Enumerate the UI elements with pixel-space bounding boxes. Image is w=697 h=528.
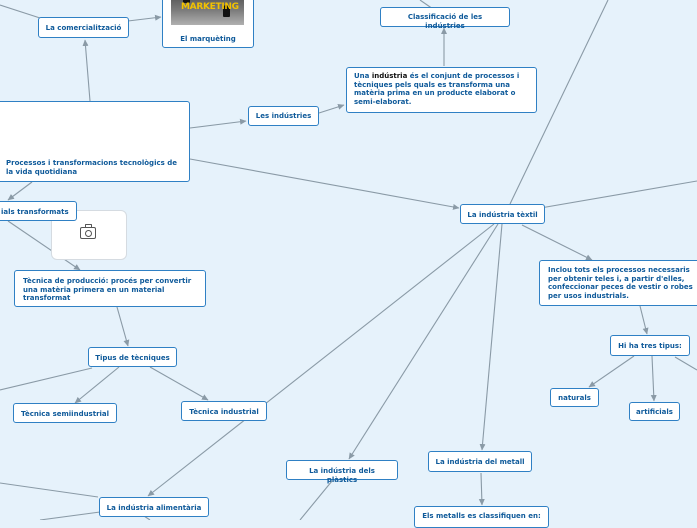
node-industria-metall[interactable]: La indústria del metall [428, 451, 532, 472]
node-plastics-label: La indústria dels plàstics [309, 467, 375, 484]
edge-comercialitzacio-marqueting [127, 14, 162, 22]
edge-textil-metall [479, 223, 503, 451]
node-tecnica-produccio[interactable]: Tècnica de producció: procés per convert… [14, 270, 206, 307]
node-artificials[interactable]: artificials [629, 402, 680, 421]
node-tecnica-semiindustrial[interactable]: Tècnica semiindustrial [13, 403, 117, 423]
node-tres-tipus[interactable]: Hi ha tres tipus: [610, 335, 690, 356]
edge-tecnica-tipus [116, 306, 130, 347]
node-metall-label: La indústria del metall [435, 458, 525, 466]
edge-processos-comercialitzacio [82, 39, 91, 102]
node-marqueting-label: El marquèting [180, 35, 236, 43]
node-industria-textil[interactable]: La indústria tèxtil [460, 204, 545, 224]
node-metalls-classifiquen-label: Els metalls es classifiquen en: [422, 512, 541, 520]
edge-offscreen-2 [509, 0, 609, 205]
node-tipus-tecniques-label: Tipus de tècniques [95, 354, 170, 362]
central-topic-processos[interactable]: Processos i transformacions tecnològics … [0, 101, 190, 260]
node-naturals-label: naturals [558, 394, 591, 402]
node-tres-tipus-label: Hi ha tres tipus: [618, 342, 682, 350]
marketing-image-text: MARKETING [181, 2, 239, 12]
node-tecnica-produccio-label: Tècnica de producció: procés per convert… [23, 277, 192, 302]
camera-icon [80, 224, 96, 239]
edge-processos-industries [189, 118, 247, 129]
node-industria-definicio[interactable]: Una indústria és el conjunt de processos… [346, 67, 537, 113]
edge-inclou-trestipus [639, 305, 649, 335]
node-tecnica-industrial[interactable]: Tècnica industrial [181, 401, 267, 421]
central-topic-label: Processos i transformacions tecnològics … [6, 159, 177, 176]
node-comercialitzacio[interactable]: La comercialització [38, 17, 129, 38]
node-marqueting[interactable]: MARKETING El marquèting [162, 0, 254, 48]
node-semiindustrial-label: Tècnica semiindustrial [20, 410, 110, 418]
edge-tipus-semiindustrial [74, 366, 120, 404]
edge-offscreen-1 [0, 4, 41, 19]
edge-tipus-industrial [149, 366, 209, 401]
edge-offscreen-6 [674, 356, 697, 371]
node-alimentaria-label: La indústria alimentària [106, 504, 202, 512]
edge-textil-alimentaria [147, 223, 495, 497]
edge-offscreen-5 [0, 367, 93, 391]
edge-materials-tecnica [7, 220, 81, 271]
node-metalls-classifiquen[interactable]: Els metalls es classifiquen en: [414, 506, 549, 528]
edge-trestipus-artificials [650, 355, 657, 402]
edge-metall-classifiquen [478, 472, 485, 506]
node-comercialitzacio-label: La comercialització [45, 24, 122, 32]
node-textil-label: La indústria tèxtil [467, 211, 538, 219]
node-artificials-label: artificials [636, 408, 673, 416]
node-tipus-tecniques[interactable]: Tipus de tècniques [88, 347, 177, 367]
edge-offscreen-9 [299, 480, 333, 520]
edge-textil-plastics [348, 223, 499, 460]
node-industria-alimentaria[interactable]: La indústria alimentària [99, 497, 209, 517]
node-naturals[interactable]: naturals [550, 388, 599, 407]
node-inclou-processos[interactable]: Inclou tots els processos necessaris per… [539, 260, 697, 306]
node-industries[interactable]: Les indústries [248, 106, 319, 126]
definicio-text-pre: Una [354, 72, 372, 80]
edge-offscreen-8 [39, 511, 101, 520]
edge-industries-definicio [318, 103, 345, 114]
edge-offscreen-7 [0, 482, 99, 498]
node-industries-label: Les indústries [255, 112, 312, 120]
edge-processos-textil [189, 158, 460, 210]
definicio-keyword: indústria [371, 72, 408, 80]
edge-processos-materials [7, 181, 33, 201]
definicio-text-post: és el conjunt de processos i tècniques p… [354, 72, 520, 106]
node-classificacio[interactable]: Classificació de les indústries [380, 7, 510, 30]
node-industrial-label: Tècnica industrial [189, 408, 259, 416]
marketing-image: MARKETING [171, 0, 244, 25]
edge-offscreen-3 [522, 180, 697, 212]
node-materials-transformats[interactable]: ials transformats [0, 201, 77, 221]
edge-trestipus-naturals [588, 355, 635, 388]
node-materials-label: ials transformats [1, 208, 69, 216]
node-inclou-label: Inclou tots els processos necessaris per… [548, 266, 693, 300]
node-classificacio-label: Classificació de les indústries [407, 13, 483, 30]
edge-textil-inclou [521, 224, 593, 261]
node-industria-plastics[interactable]: La indústria dels plàstics [286, 460, 398, 484]
